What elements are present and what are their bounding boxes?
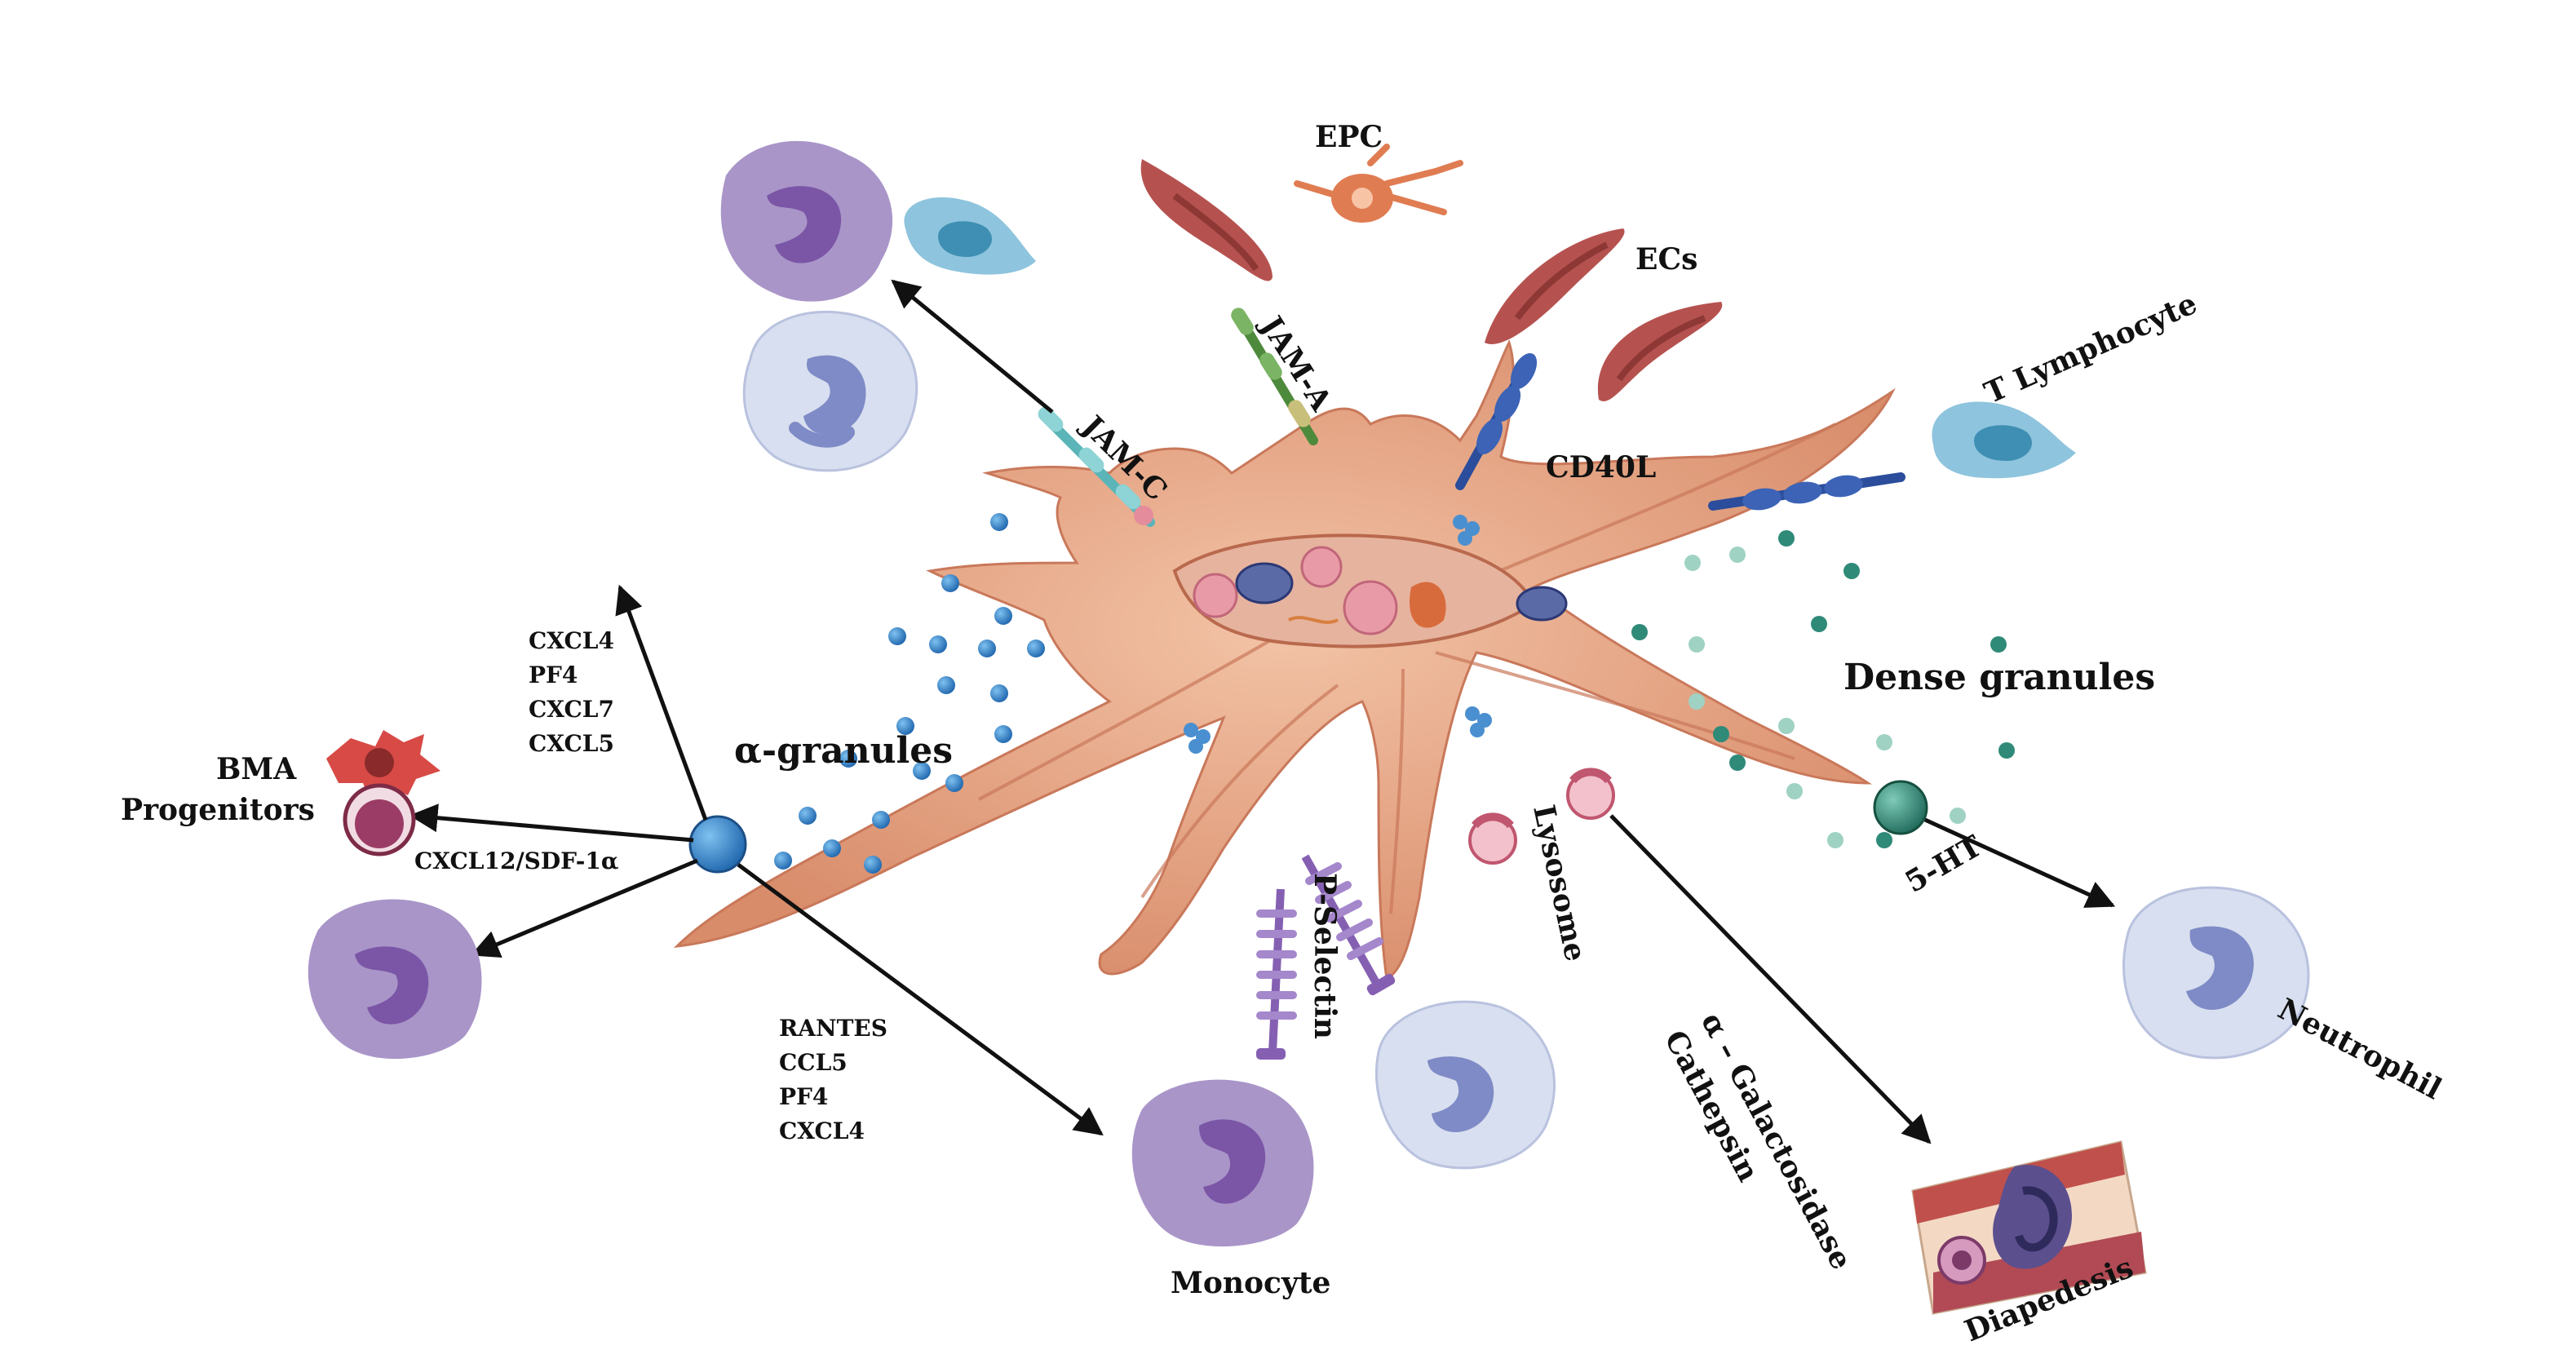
label-ecs: ECs <box>1635 242 1697 277</box>
endothelial-cell-3 <box>1597 302 1723 401</box>
label-cxcl4-b: CXCL4 <box>779 1118 865 1144</box>
alpha-granule-source <box>688 815 747 874</box>
dense-granule-dots <box>1631 530 2015 848</box>
alpha-granule-dots <box>774 513 1045 874</box>
arrow-to-monocyte <box>737 862 1104 1136</box>
bma-cell <box>326 730 440 803</box>
cd40l-receptor-1 <box>1455 352 1538 490</box>
label-epc: EPC <box>1315 120 1383 154</box>
t-lymphocyte-cell <box>1932 401 2076 479</box>
cd40l-receptor-2 <box>1708 472 1905 511</box>
arrows <box>409 279 2116 1144</box>
label-bma: BMA <box>216 752 297 786</box>
monocyte-bottom <box>1131 1079 1314 1247</box>
label-monocyte: Monocyte <box>1171 1266 1330 1300</box>
label-5ht: 5-HT <box>1900 829 1988 900</box>
monocyte-left <box>308 899 482 1060</box>
label-rantes: RANTES <box>779 1015 887 1042</box>
label-pf4-b: PF4 <box>779 1083 828 1110</box>
activated-platelet <box>673 339 1896 981</box>
dense-granule-source <box>1873 780 1928 835</box>
label-progenitors: Progenitors <box>121 793 315 827</box>
label-t-lymphocyte: T Lymphocyte <box>1980 286 2202 410</box>
arrow-cxcl4-up <box>615 584 708 821</box>
label-cd40l: CD40L <box>1546 450 1656 485</box>
arrow-to-top-left-cells <box>891 279 1054 414</box>
arrow-to-diapedesis <box>1609 814 1932 1144</box>
lysosome-2 <box>1566 768 1615 820</box>
label-ccl5: CCL5 <box>779 1049 848 1076</box>
monocyte-top-left <box>720 140 893 302</box>
epc-cell <box>1294 144 1463 223</box>
label-lysosome: Lysosome <box>1526 802 1593 964</box>
p-selectin-receptor-1 <box>1256 888 1297 1060</box>
diapedesis-illustration <box>1911 1140 2147 1315</box>
arrow-to-left-monocyte <box>470 858 698 958</box>
lymphocyte-top-left <box>904 197 1036 275</box>
label-p-selectin: P-Selectin <box>1308 873 1342 1039</box>
label-cxcl5: CXCL5 <box>529 730 614 757</box>
endothelial-cell-1 <box>1140 159 1273 281</box>
jam-a-receptor <box>1231 308 1318 445</box>
jam-c-receptor <box>1038 406 1155 527</box>
label-cxcl4: CXCL4 <box>529 627 614 654</box>
endothelial-cell-2 <box>1485 228 1625 344</box>
arrow-to-bma <box>409 803 694 843</box>
lysosome-1 <box>1468 812 1517 865</box>
label-pf4: PF4 <box>529 662 578 688</box>
progenitor-cell <box>343 783 416 856</box>
p-selectin-receptor-2 <box>1301 854 1396 996</box>
label-cxcl7: CXCL7 <box>529 696 614 723</box>
neutrophil-right <box>2122 886 2310 1060</box>
label-alpha-granules: α-granules <box>734 730 953 772</box>
label-dense-granules: Dense granules <box>1843 657 2155 698</box>
neutrophil-top-left <box>742 310 918 472</box>
label-neutrophil: Neutrophil <box>2273 992 2447 1107</box>
neutrophil-bottom <box>1374 1000 1556 1170</box>
arrow-to-neutrophil <box>1923 817 2116 908</box>
label-cxcl12: CXCL12/SDF-1α <box>414 848 618 874</box>
